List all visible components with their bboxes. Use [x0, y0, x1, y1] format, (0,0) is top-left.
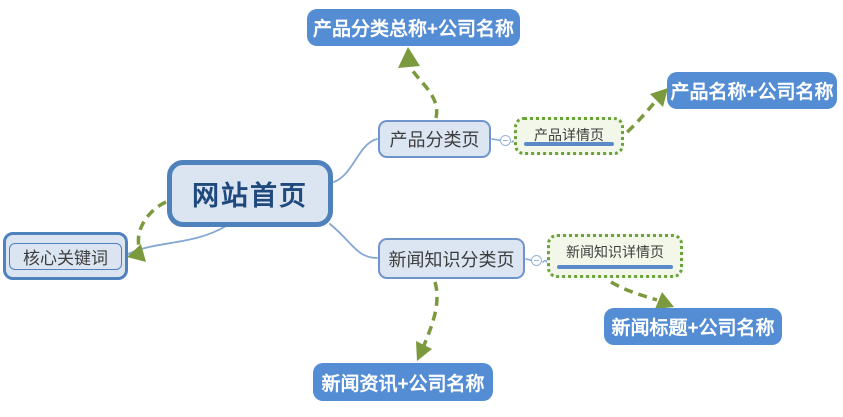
topic-product-category-seo-callout[interactable]: 产品分类总称+公司名称: [307, 9, 520, 46]
topic-website-homepage[interactable]: 网站首页: [167, 160, 333, 227]
arrow-product-category-to-callout: [409, 67, 439, 119]
topic-underline: [557, 265, 673, 269]
arrowhead-news-detail-callout: [655, 292, 674, 309]
topic-label: 新闻标题+公司名称: [611, 318, 775, 339]
topic-news-category-page[interactable]: 新闻知识分类页: [378, 238, 525, 279]
minus-icon: [534, 260, 539, 261]
minus-icon: [503, 140, 508, 141]
topic-news-detail-page[interactable]: 新闻知识详情页: [547, 234, 683, 278]
topic-label: 产品详情页: [534, 127, 604, 143]
topic-label: 产品分类页: [389, 130, 480, 150]
arrow-news-category-to-callout: [421, 281, 439, 349]
topic-label: 产品分类总称+公司名称: [312, 19, 515, 40]
topic-product-category-page[interactable]: 产品分类页: [378, 120, 491, 158]
topic-label: 核心关键词: [23, 248, 108, 268]
topic-label: 网站首页: [192, 181, 308, 211]
arrowhead-product-detail-callout: [650, 88, 668, 107]
arrowhead-news-category-callout: [416, 341, 432, 361]
collapse-button-product[interactable]: [500, 135, 511, 146]
topic-label: 产品名称+公司名称: [670, 82, 834, 103]
branch-line-root-to-news-category: [329, 223, 378, 259]
topic-label: 新闻资讯+公司名称: [321, 373, 485, 395]
branch-line-root-to-product-category: [333, 138, 378, 183]
arrowhead-core-keyword: [127, 244, 146, 262]
topic-core-keyword[interactable]: 核心关键词: [3, 232, 128, 280]
topic-product-detail-page[interactable]: 产品详情页: [514, 117, 624, 155]
topic-news-category-seo-callout[interactable]: 新闻资讯+公司名称: [313, 363, 493, 401]
branch-line-root-to-core-keyword: [127, 225, 227, 255]
collapse-button-news[interactable]: [531, 255, 542, 266]
topic-underline: [524, 142, 614, 146]
arrow-root-to-core-keyword: [136, 200, 167, 248]
topic-label: 新闻知识详情页: [566, 244, 664, 260]
arrowhead-product-category-callout: [398, 47, 420, 68]
topic-product-detail-seo-callout[interactable]: 产品名称+公司名称: [667, 72, 837, 109]
topic-label: 新闻知识分类页: [388, 249, 515, 270]
topic-news-detail-seo-callout[interactable]: 新闻标题+公司名称: [604, 308, 782, 345]
arrow-news-detail-to-callout: [610, 280, 658, 302]
topic-core-keyword-inner: 核心关键词: [9, 242, 122, 270]
